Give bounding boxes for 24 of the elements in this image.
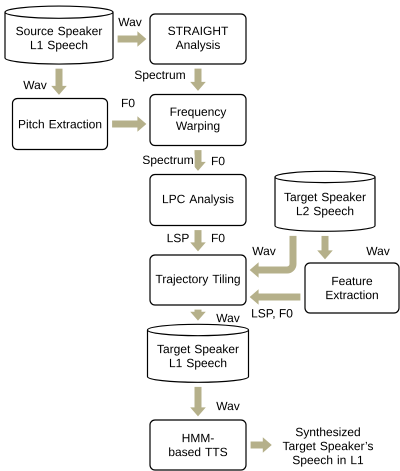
edge-label: Wav [117, 16, 143, 28]
edge-label: Wav [251, 246, 277, 256]
database-cylinder: Target Speaker L1 Speech [146, 324, 250, 383]
process-box: Pitch Extraction [12, 98, 108, 150]
edge-label: Spectrum [133, 70, 187, 82]
edge-label: Wav [365, 246, 391, 256]
edge-label: Wav [22, 80, 48, 90]
edge-label: LSP [166, 232, 190, 244]
edge-label: LSP, F0 [250, 308, 294, 320]
signal-label: F0 [210, 232, 226, 244]
process-box: Trajectory Tiling [149, 254, 247, 306]
process-box: HMM-based TTS [149, 419, 247, 471]
database-cylinder: Target Speaker L2 Speech [274, 170, 376, 232]
edge-label: Spectrum [141, 154, 195, 168]
edge-label: Wav [215, 312, 241, 324]
process-box: Frequency Warping [149, 94, 247, 146]
signal-label: F0 [210, 156, 226, 166]
database-cylinder: Source Speaker L1 Speech [4, 5, 114, 65]
process-box: LPC Analysis [149, 174, 247, 226]
output-text: Synthesized Target Speaker’s Speech in L1 [282, 427, 374, 467]
edge-label: F0 [120, 98, 136, 108]
process-box: STRAIGHT Analysis [149, 13, 247, 65]
process-box: Feature Extraction [304, 262, 400, 314]
edge-label: Wav [215, 400, 241, 412]
